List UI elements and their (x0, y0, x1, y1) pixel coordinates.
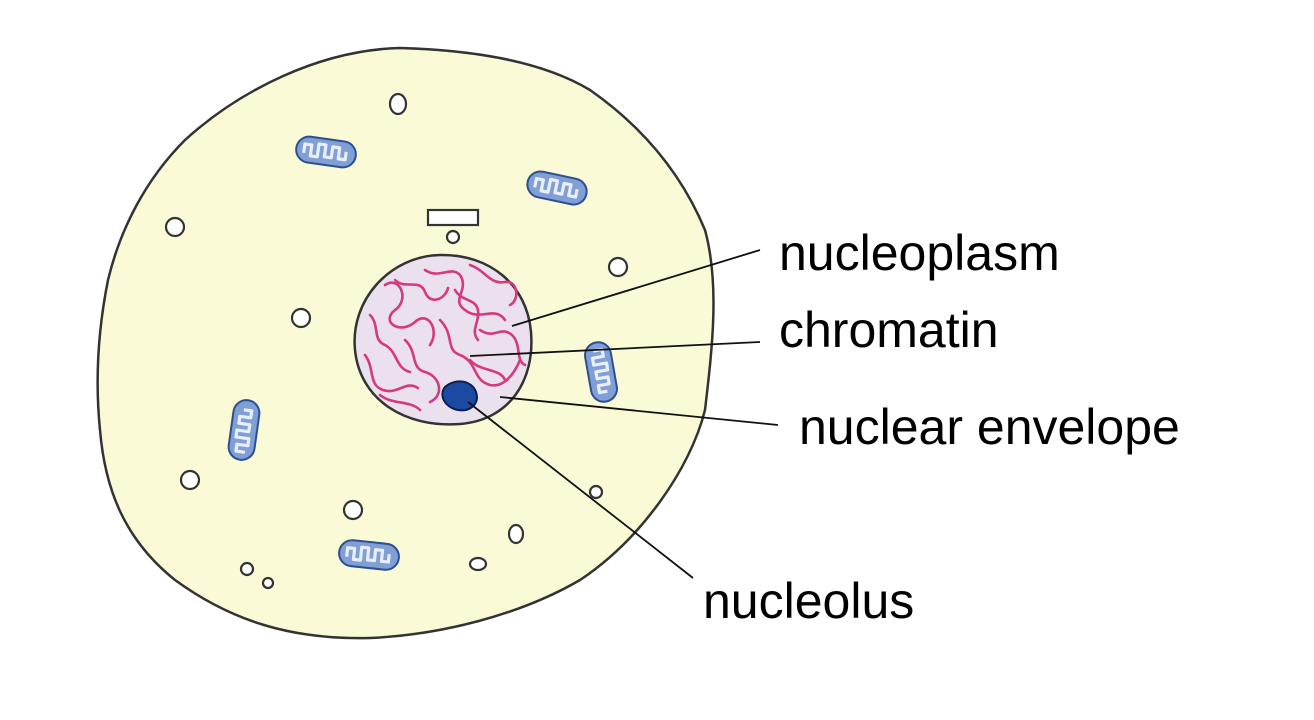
leader-line-nucleoplasm (511, 249, 761, 327)
label-chromatin: chromatin (779, 302, 999, 358)
vesicle-icon (164, 92, 629, 590)
label-nucleolus: nucleolus (703, 573, 915, 629)
leader-line-nuclear-envelope (499, 396, 779, 426)
chromatin-icon (363, 263, 527, 412)
mitochondrion-icon (336, 537, 402, 573)
label-nucleoplasm: nucleoplasm (779, 225, 1060, 281)
leader-line-nucleolus (467, 401, 694, 579)
leader-lines (467, 249, 779, 579)
centriole-icon (426, 208, 480, 227)
label-nuclear-envelope: nuclear envelope (799, 399, 1180, 455)
nucleus-icon (353, 253, 533, 426)
leader-line-chromatin (469, 341, 761, 357)
